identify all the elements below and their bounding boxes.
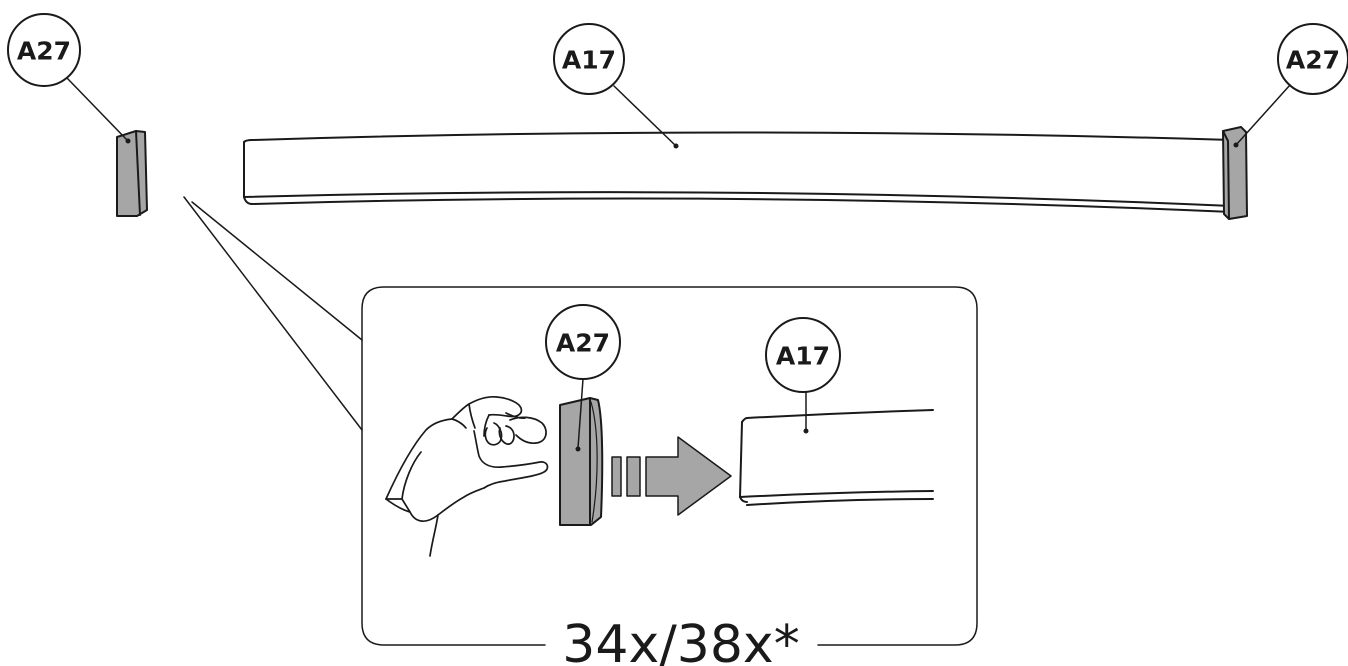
detail-end-cap <box>559 397 604 526</box>
callout-top-right <box>1233 23 1348 148</box>
detail-frame <box>361 286 978 646</box>
callout-label-top-right: A27 <box>1286 46 1340 75</box>
end-cap-mounted <box>1222 126 1248 220</box>
push-arrow-icon <box>611 436 732 516</box>
rail-slat <box>243 131 1233 213</box>
callout-label-top-left: A27 <box>17 37 71 66</box>
callout-detail-cap <box>545 304 621 452</box>
hand-icon <box>385 395 549 557</box>
callout-label-top-center: A17 <box>562 46 616 75</box>
callout-top-center <box>553 23 679 149</box>
quantity-label: 34x/38x* <box>562 615 799 666</box>
end-cap-loose <box>116 130 148 217</box>
callout-label-detail-rail: A17 <box>776 342 830 371</box>
callout-detail-rail <box>765 317 841 434</box>
detail-rail <box>739 409 934 506</box>
callout-top-left <box>7 13 131 144</box>
detail-pointer <box>183 196 363 431</box>
callout-label-detail-cap: A27 <box>556 329 610 358</box>
